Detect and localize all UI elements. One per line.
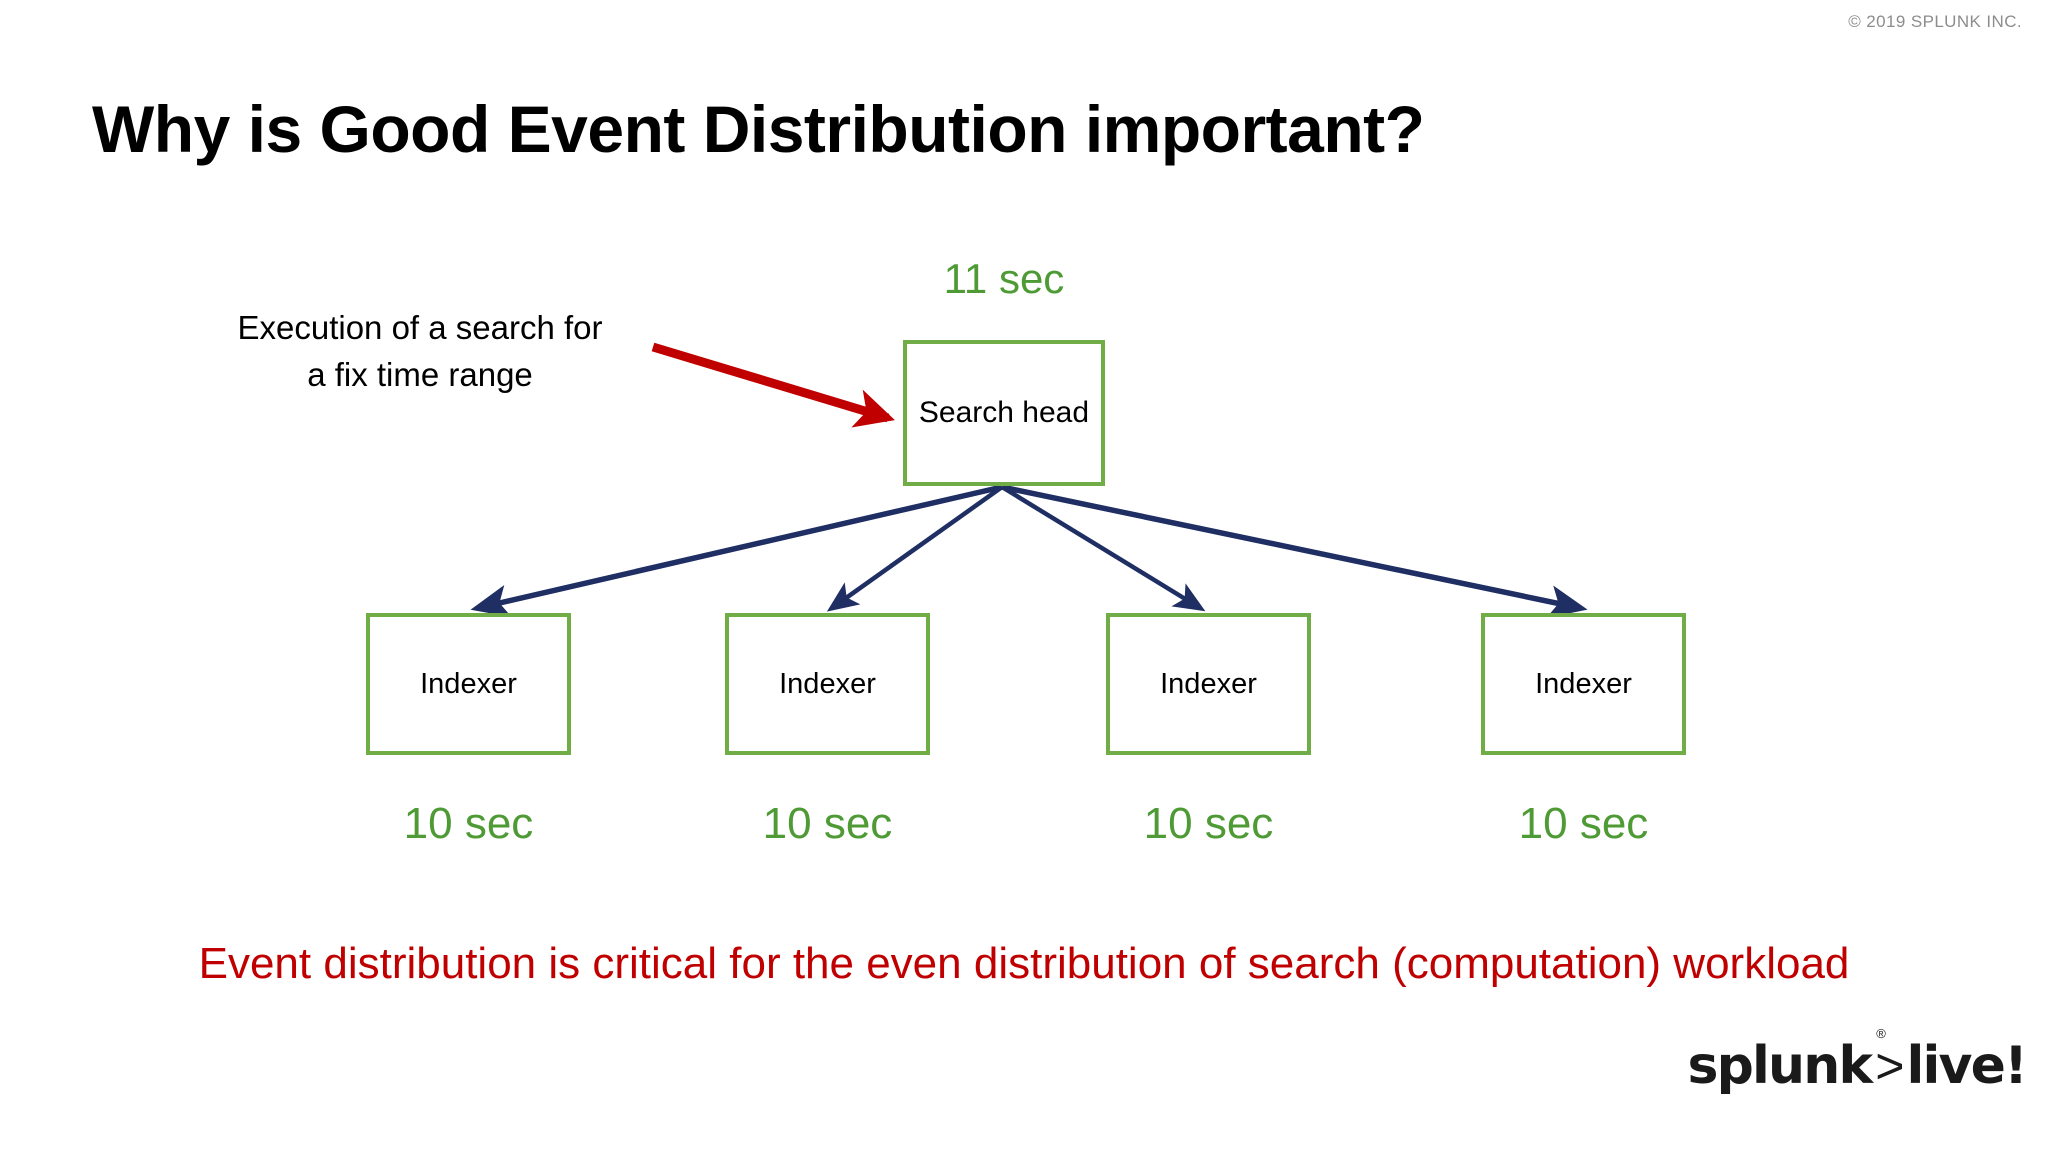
callout-arrow-red — [651, 342, 895, 428]
indexer-3-time-label: 10 sec — [1143, 799, 1274, 848]
copyright-notice: © 2019 SPLUNK INC. — [1848, 12, 2022, 31]
annotation-line-1: Execution of a search for — [237, 309, 603, 346]
node-indexer-2-label: Indexer — [779, 667, 876, 700]
indexer-2-time-label: 10 sec — [762, 799, 893, 848]
node-indexer-4[interactable]: Indexer — [1481, 613, 1686, 755]
indexer-4-time-label: 10 sec — [1518, 799, 1649, 848]
annotation-callout: Execution of a search for a fix time ran… — [200, 305, 640, 399]
flow-arrow-indexer-0 — [470, 484, 1003, 618]
logo-word-splunk: splunk — [1687, 1036, 1873, 1096]
splunklive-logo: splunk ® > live! — [1687, 1027, 2027, 1096]
node-search-head[interactable]: Search head — [903, 340, 1105, 486]
node-indexer-1[interactable]: Indexer — [366, 613, 571, 755]
logo-word-live: live! — [1906, 1036, 2027, 1096]
registered-trademark-icon: ® — [1876, 1026, 1886, 1041]
flow-arrow-indexer-2 — [1000, 485, 1206, 612]
indexer-1-time-label: 10 sec — [403, 799, 534, 848]
node-indexer-4-label: Indexer — [1535, 667, 1632, 700]
logo-chevron-icon: ® > — [1875, 1027, 1905, 1094]
page-title: Why is Good Event Distribution important… — [92, 92, 1425, 167]
node-indexer-3-label: Indexer — [1160, 667, 1257, 700]
node-indexer-3[interactable]: Indexer — [1106, 613, 1311, 755]
search-head-time-label: 11 sec — [943, 255, 1065, 302]
annotation-line-2: a fix time range — [307, 355, 533, 393]
flow-arrow-indexer-1 — [826, 485, 1004, 612]
flow-arrow-indexer-3 — [1001, 484, 1588, 618]
node-indexer-1-label: Indexer — [420, 667, 517, 700]
node-indexer-2[interactable]: Indexer — [725, 613, 930, 755]
node-search-head-label: Search head — [918, 396, 1090, 429]
conclusion-text: Event distribution is critical for the e… — [198, 939, 1850, 988]
logo-chevron-glyph: > — [1875, 1038, 1905, 1094]
